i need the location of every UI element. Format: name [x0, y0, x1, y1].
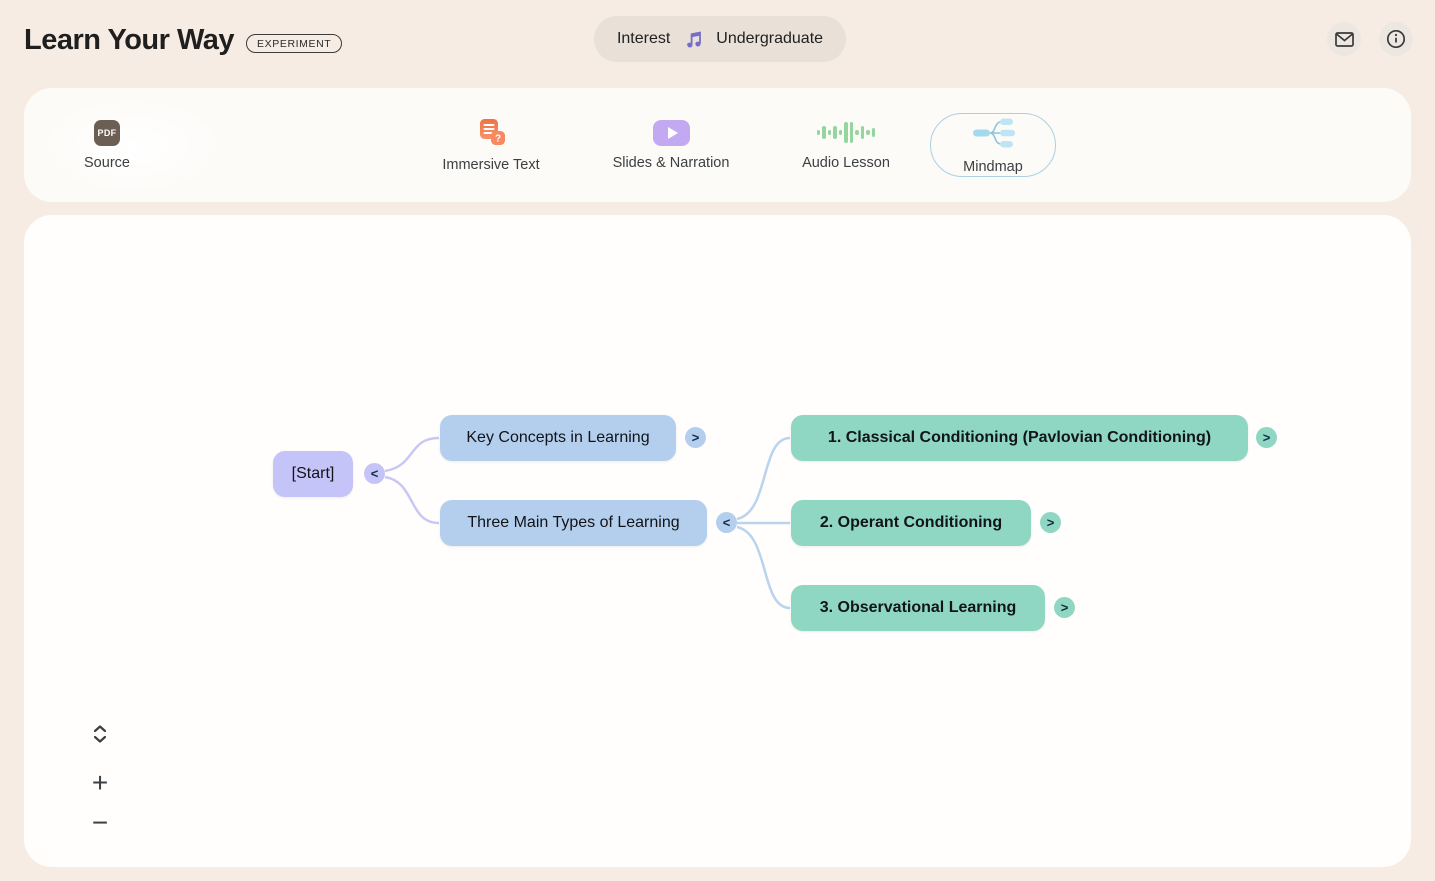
mindmap-icon	[970, 116, 1016, 150]
mail-button[interactable]	[1327, 22, 1361, 56]
expand-vertical-button[interactable]	[86, 720, 114, 748]
mail-icon	[1334, 31, 1354, 47]
audio-waveform-icon	[816, 120, 876, 146]
canvas-controls: + −	[86, 720, 114, 838]
svg-text:?: ?	[495, 133, 501, 144]
tab-immersive-text[interactable]: ? Immersive Text	[406, 113, 576, 177]
level-label[interactable]: Undergraduate	[716, 30, 824, 47]
expand-toggle-observational[interactable]: >	[1054, 597, 1075, 618]
immersive-text-icon: ?	[475, 118, 507, 148]
expand-toggle-classical[interactable]: >	[1256, 427, 1277, 448]
pdf-icon: PDF	[94, 119, 120, 146]
collapse-toggle-three-types[interactable]: <	[716, 512, 737, 533]
collapse-toggle-start[interactable]: <	[364, 463, 385, 484]
page-title: Learn Your Way	[24, 23, 235, 56]
mindmap-node-three-types[interactable]: Three Main Types of Learning	[440, 500, 707, 546]
source-tab-highlight	[37, 96, 227, 196]
mindmap-node-observational-learning[interactable]: 3. Observational Learning	[791, 585, 1045, 631]
tab-label: Slides & Narration	[612, 154, 730, 171]
tab-label: Audio Lesson	[802, 154, 890, 171]
tab-label: Source	[84, 154, 130, 171]
slides-play-icon	[652, 119, 690, 146]
mindmap-node-start[interactable]: [Start]	[273, 451, 353, 497]
info-icon	[1386, 29, 1406, 49]
tab-slides-narration[interactable]: Slides & Narration	[586, 113, 756, 177]
tab-audio-lesson[interactable]: Audio Lesson	[761, 113, 931, 177]
profile-settings-pill[interactable]: Interest Undergraduate	[594, 16, 846, 62]
info-button[interactable]	[1379, 22, 1413, 56]
zoom-in-button[interactable]: +	[91, 767, 109, 798]
mindmap-canvas[interactable]: [Start] < Key Concepts in Learning > Thr…	[24, 215, 1411, 867]
interest-label[interactable]: Interest	[616, 30, 671, 47]
mindmap-node-key-concepts[interactable]: Key Concepts in Learning	[440, 415, 676, 461]
mindmap-node-classical-conditioning[interactable]: 1. Classical Conditioning (Pavlovian Con…	[791, 415, 1248, 461]
experiment-badge: EXPERIMENT	[246, 33, 343, 53]
expand-toggle-key-concepts[interactable]: >	[685, 427, 706, 448]
tab-mindmap[interactable]: Mindmap	[930, 113, 1056, 177]
mindmap-edges	[384, 436, 791, 610]
zoom-out-button[interactable]: −	[91, 807, 109, 838]
music-note-icon	[683, 29, 703, 49]
tab-label: Immersive Text	[442, 156, 540, 173]
tab-source[interactable]: PDF Source	[22, 113, 192, 177]
expand-vertical-icon	[93, 725, 107, 743]
content-mode-tabbar: PDF Source ?	[24, 88, 1411, 202]
tab-label: Mindmap	[963, 158, 1023, 175]
expand-toggle-operant[interactable]: >	[1040, 512, 1061, 533]
header: Learn Your Way EXPERIMENT Interest Under…	[0, 0, 1435, 88]
mindmap-node-operant-conditioning[interactable]: 2. Operant Conditioning	[791, 500, 1031, 546]
